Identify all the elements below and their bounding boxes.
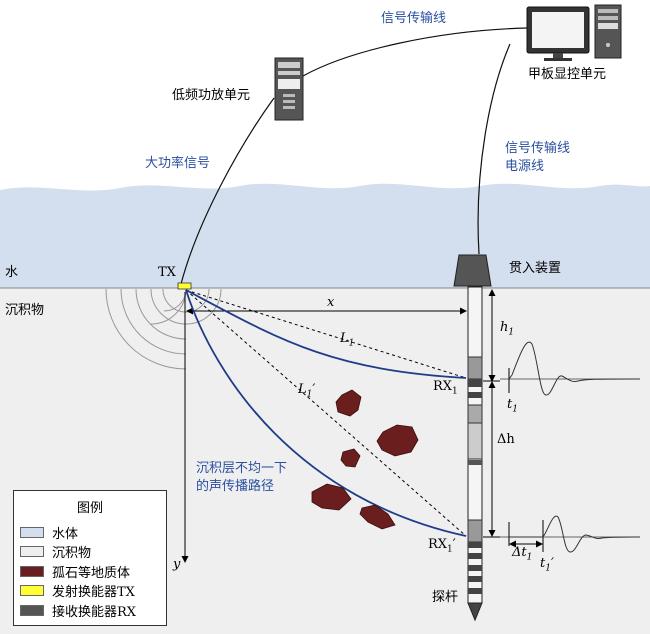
legend-swatch (20, 565, 44, 577)
rx1-prime-label: RX1′ (428, 537, 456, 555)
legend-item-water: 水体 (20, 524, 79, 542)
legend-item-sediment: 沉积物 (20, 543, 92, 561)
y-label: y (173, 557, 181, 572)
legend-swatch (20, 526, 44, 538)
legend-item-tx: 发射换能器TX (20, 582, 135, 600)
legend-title: 图例 (76, 501, 103, 516)
signal-line-label-top: 信号传输线 (381, 11, 447, 26)
legend-label: 沉积物 (52, 545, 92, 561)
penetrator-label: 贯入装置 (509, 261, 562, 276)
board-unit-label: 甲板显控单元 (528, 67, 607, 82)
tx-label: TX (158, 265, 176, 280)
probe-rod-label: 探杆 (432, 590, 459, 605)
waveform-rx1-prime (500, 515, 641, 553)
legend-label: 孤石等地质体 (52, 565, 131, 581)
legend-swatch (20, 604, 44, 616)
probe-rod (467, 286, 483, 622)
legend-swatch (20, 584, 44, 596)
sediment-label: 沉积物 (5, 303, 45, 318)
curved-path-to-rx1-prime (185, 289, 467, 537)
dt1-label: Δt1 (512, 545, 533, 563)
cable-tx-to-amp (180, 97, 275, 285)
legend-item-boulder: 孤石等地质体 (20, 563, 131, 581)
rx1-label: RX1 (433, 379, 458, 397)
amplifier-tower-icon (274, 57, 304, 121)
high-power-signal-label: 大功率信号 (145, 156, 211, 171)
dh-label: Δh (497, 432, 515, 447)
legend: 图例 水体 沉积物 孤石等地质体 发射换能器TX 接收换能器RX (13, 490, 167, 626)
legend-label: 水体 (52, 526, 79, 542)
legend-swatch (20, 545, 44, 557)
nonuniform-path-label-1: 沉积层不均一下 (196, 461, 288, 476)
straight-path-L1-prime (185, 289, 467, 537)
curved-path-to-rx1 (185, 289, 467, 379)
legend-label: 接收换能器RX (52, 604, 137, 620)
t1-prime-label: t1′ (540, 556, 554, 574)
cable-board-to-penetrator (477, 43, 511, 255)
water-label: 水 (5, 265, 19, 280)
legend-label: 发射换能器TX (52, 584, 135, 600)
board-computer-icon (526, 4, 622, 61)
tx-transducer (177, 282, 192, 290)
legend-item-rx: 接收换能器RX (20, 602, 137, 620)
power-line-label: 电源线 (505, 159, 545, 174)
amp-unit-label: 低频功放单元 (172, 88, 251, 103)
cable-amp-to-board (302, 27, 529, 77)
x-label: x (327, 295, 335, 310)
boulders (311, 389, 419, 530)
penetrator-device (453, 254, 492, 287)
nonuniform-path-label-2: 的声传播路径 (196, 479, 275, 494)
L1-label: L1 (340, 331, 355, 349)
h1-label: h1 (500, 320, 515, 338)
straight-path-L1 (185, 289, 467, 379)
signal-line-label-right: 信号传输线 (505, 141, 571, 156)
L1-prime-label: L1′ (298, 382, 316, 400)
t1-label: t1 (507, 397, 518, 415)
waveform-rx1 (500, 341, 641, 396)
